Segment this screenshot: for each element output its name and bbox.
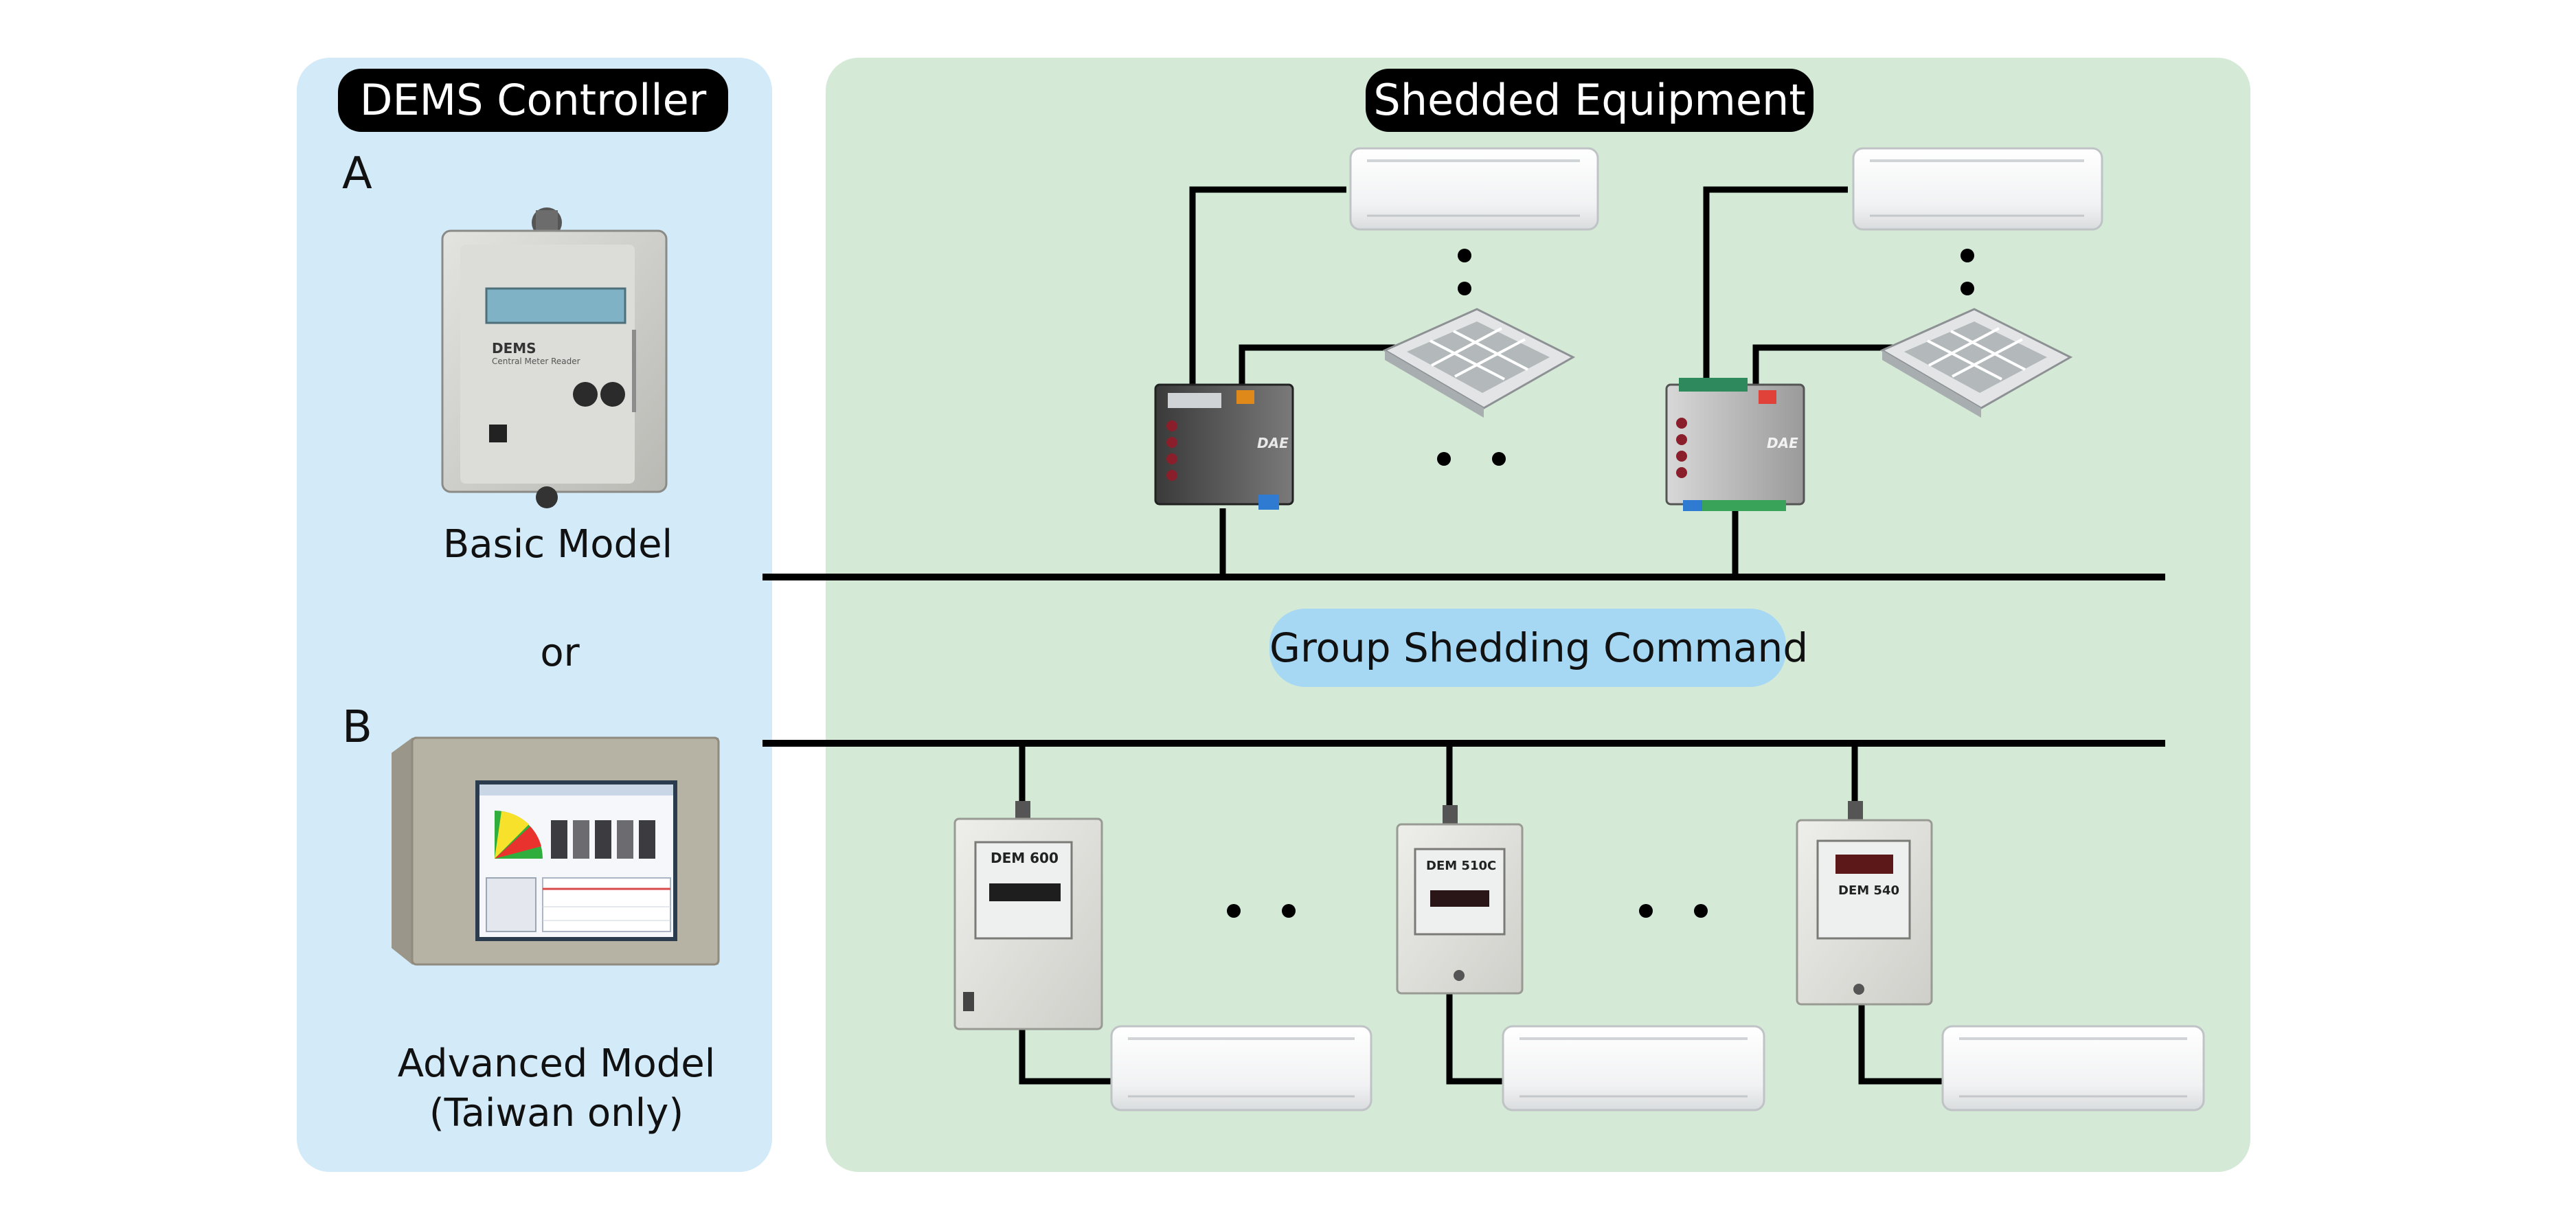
ac-unit-lower-2 [1502,1025,1765,1111]
light-fixture-2 [1879,308,2073,418]
relay-wiring-1 [1189,186,1401,577]
energy-meter-3: DEM 540 [1796,801,1933,1006]
vertical-ellipsis-2 [1961,249,1974,295]
energy-meter-2: DEM 510C [1396,805,1524,995]
advanced-model-note: (Taiwan only) [429,1091,684,1136]
relay-module-1: DAE [1154,383,1294,510]
option-a-label: A [342,148,372,199]
basic-model-device: DEMS Central Meter Reader [441,207,668,508]
horizontal-ellipsis-lower-2 [1639,904,1708,918]
controller-title: DEMS Controller [338,69,728,132]
group-shedding-command-label: Group Shedding Command [1269,609,1808,687]
ac-unit-upper-2 [1852,147,2103,231]
meter-1-model: DEM 600 [991,850,1059,866]
basic-device-brand: DEMS [492,340,536,357]
relay-module-2: DAE [1665,378,1805,511]
relay-1-brand: DAE [1257,435,1289,451]
horizontal-ellipsis-upper [1437,452,1506,466]
relay-2-brand: DAE [1767,435,1798,451]
meter-wiring [1019,743,1944,1085]
advanced-model-device [392,736,720,966]
meter-2-model: DEM 510C [1426,859,1496,873]
or-caption: or [540,631,580,675]
vertical-ellipsis-1 [1458,249,1471,295]
meter-3-model: DEM 540 [1838,883,1899,898]
option-b-label: B [342,702,372,753]
ac-unit-lower-1 [1110,1025,1372,1111]
advanced-model-caption: Advanced Model [397,1041,716,1086]
ac-unit-upper-1 [1349,147,1599,231]
relay-wiring-2 [1703,186,1903,577]
basic-model-caption: Basic Model [442,522,673,567]
basic-device-subtitle: Central Meter Reader [492,357,580,366]
horizontal-ellipsis-lower-1 [1227,904,1296,918]
energy-meter-1: DEM 600 [953,801,1103,1030]
ac-unit-lower-3 [1941,1025,2205,1111]
equipment-title: Shedded Equipment [1366,69,1814,132]
light-fixture-1 [1382,308,1576,418]
